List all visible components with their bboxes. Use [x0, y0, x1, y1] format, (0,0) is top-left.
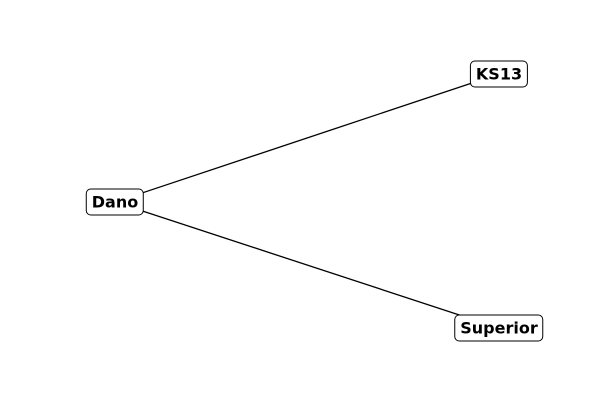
node-label-dano: Dano [91, 192, 139, 212]
node-ks13: KS13 [469, 60, 529, 88]
node-superior: Superior [454, 314, 544, 342]
edge-dano-ks13 [114, 73, 500, 203]
node-label-ks13: KS13 [475, 64, 523, 84]
edge-dano-superior [114, 201, 500, 329]
node-dano: Dano [85, 188, 145, 216]
node-label-superior: Superior [460, 318, 538, 338]
